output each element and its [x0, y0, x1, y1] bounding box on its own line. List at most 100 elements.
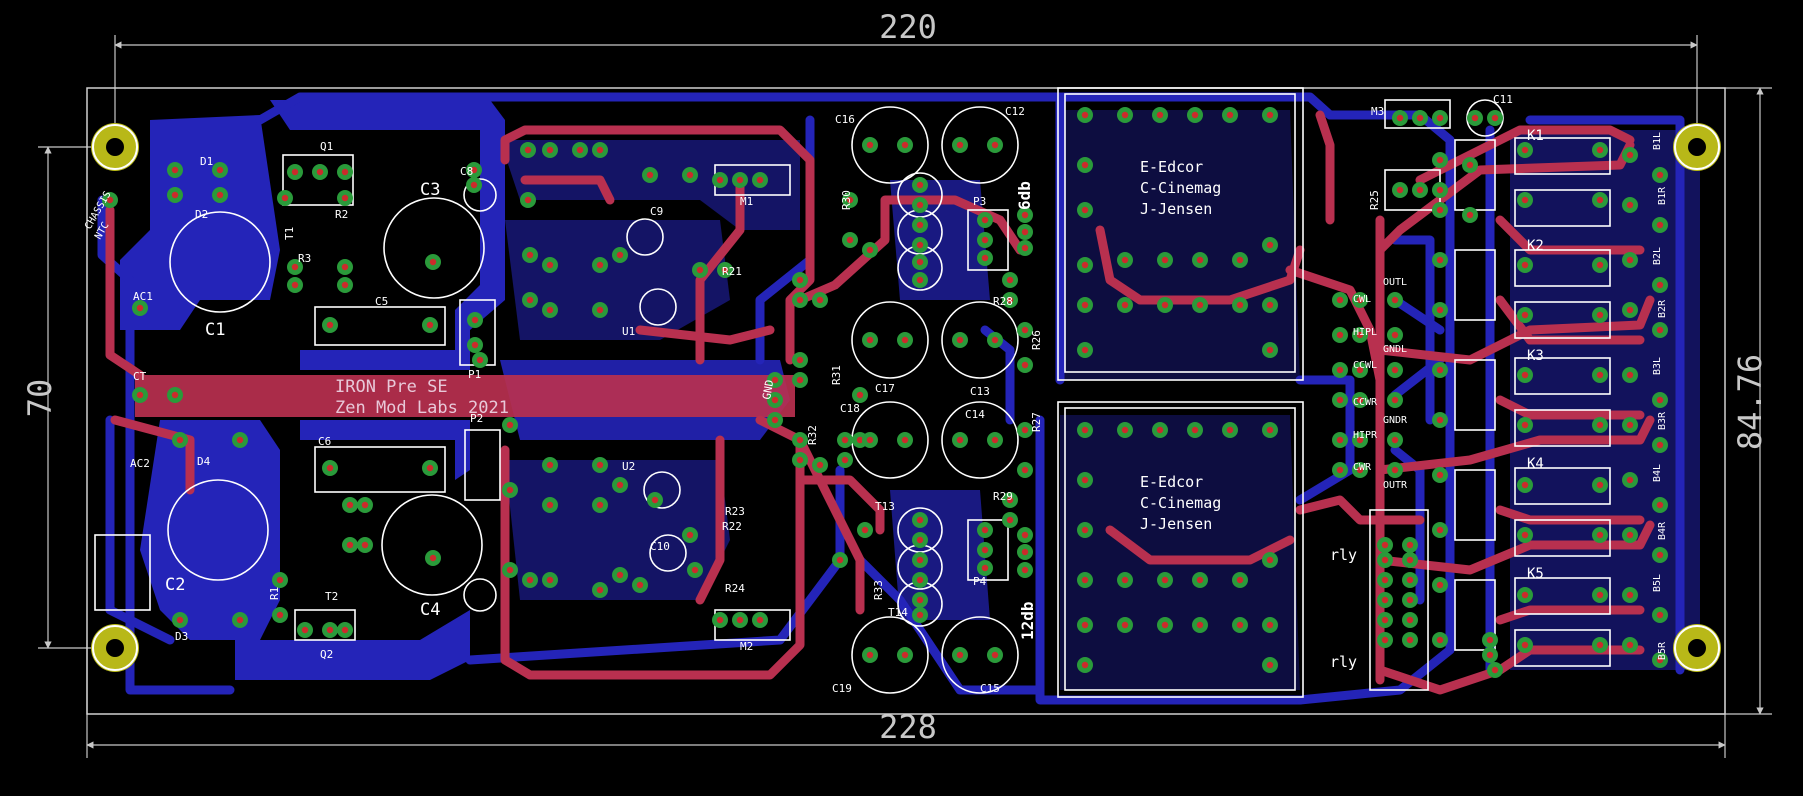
pad-hole — [1081, 261, 1089, 269]
pad-hole — [1491, 666, 1499, 674]
pad-hole — [341, 263, 349, 271]
pad-hole — [1406, 636, 1414, 644]
component-label: CWR — [1353, 462, 1372, 473]
pad-hole — [524, 196, 532, 204]
pad-hole — [736, 176, 744, 184]
component-label: U1 — [622, 325, 635, 338]
pad-hole — [1356, 366, 1364, 374]
dimension-right: 84.76 — [1731, 354, 1769, 450]
component-label: C16 — [835, 113, 855, 126]
component-label: R30 — [840, 190, 853, 210]
pad-hole — [1336, 396, 1344, 404]
component-label: R26 — [1030, 330, 1043, 350]
pad-hole — [1406, 541, 1414, 549]
pad-hole — [546, 576, 554, 584]
component-label: P4 — [973, 575, 987, 588]
pad-hole — [1626, 371, 1634, 379]
pad-hole — [1356, 396, 1364, 404]
pad-hole — [1436, 206, 1444, 214]
component-label: CCWR — [1353, 397, 1378, 408]
pad-hole — [1436, 526, 1444, 534]
pad-hole — [1006, 276, 1014, 284]
pad-hole — [956, 436, 964, 444]
mount-hole-top-right — [1673, 123, 1721, 171]
transformer-label-bottom-1: E-Edcor — [1140, 473, 1203, 491]
pad-hole — [1156, 426, 1164, 434]
pad-hole — [1121, 111, 1129, 119]
pad-hole — [916, 611, 924, 619]
pad-hole — [1406, 576, 1414, 584]
pad-hole — [1226, 111, 1234, 119]
pad-hole — [1656, 326, 1664, 334]
pad-hole — [291, 168, 299, 176]
pad-hole — [841, 436, 849, 444]
transformer-label-top-2: C-Cinemag — [1140, 179, 1221, 197]
pad-hole — [596, 501, 604, 509]
gain-label-6db: 6db — [1015, 181, 1034, 210]
pad-hole — [506, 566, 514, 574]
pad-hole — [1596, 371, 1604, 379]
pad-hole — [576, 146, 584, 154]
pad-hole — [916, 596, 924, 604]
pad-hole — [866, 336, 874, 344]
component-label: CT — [133, 370, 147, 383]
component-label: R24 — [725, 582, 745, 595]
component-label: B1R — [1657, 186, 1668, 205]
component-label: C13 — [970, 385, 990, 398]
board-title-line2: Zen Mod Labs 2021 — [335, 398, 509, 418]
pad-hole — [771, 376, 779, 384]
pad-hole — [1391, 366, 1399, 374]
pad-hole — [1626, 201, 1634, 209]
component-label: B3R — [1657, 411, 1668, 430]
pad-hole — [721, 266, 729, 274]
pad-hole — [1081, 346, 1089, 354]
pad-hole — [1656, 171, 1664, 179]
pad-hole — [596, 461, 604, 469]
pad-hole — [1381, 596, 1389, 604]
component-label: CWL — [1353, 294, 1371, 305]
component-label: M3 — [1371, 105, 1384, 118]
transformer-label-top-1: E-Edcor — [1140, 158, 1203, 176]
pad-hole — [1521, 641, 1529, 649]
pad-hole — [991, 336, 999, 344]
pad-hole — [981, 236, 989, 244]
pad-hole — [176, 436, 184, 444]
pad-hole — [1406, 596, 1414, 604]
pad-hole — [546, 501, 554, 509]
pad-hole — [346, 541, 354, 549]
pad-hole — [326, 626, 334, 634]
pad-hole — [1521, 481, 1529, 489]
silkscreen-outlines — [94, 87, 1611, 698]
component-label: Q1 — [320, 140, 333, 153]
pad-hole — [1596, 261, 1604, 269]
pad-hole — [1006, 296, 1014, 304]
pad-hole — [816, 296, 824, 304]
pad-hole — [546, 306, 554, 314]
component-label: C12 — [1005, 105, 1025, 118]
pad-hole — [1081, 301, 1089, 309]
component-label: B1L — [1652, 132, 1663, 150]
pad-hole — [1336, 466, 1344, 474]
component-label: C15 — [980, 682, 1000, 695]
transformer-label-bottom-3: J-Jensen — [1140, 515, 1212, 533]
pad-hole — [646, 171, 654, 179]
pad-hole — [1381, 616, 1389, 624]
component-label: C8 — [460, 165, 473, 178]
pad-hole — [1336, 366, 1344, 374]
pad-hole — [1436, 114, 1444, 122]
pad-hole — [916, 556, 924, 564]
pad-hole — [1021, 531, 1029, 539]
component-label: R29 — [993, 490, 1013, 503]
component-label: T1 — [283, 227, 296, 240]
pad-hole — [1121, 426, 1129, 434]
pad-hole — [1021, 326, 1029, 334]
pad-hole — [471, 341, 479, 349]
component-label: T2 — [325, 590, 338, 603]
pad-hole — [176, 616, 184, 624]
pad-hole — [1626, 591, 1634, 599]
pad-hole — [1121, 256, 1129, 264]
mounting-holes — [91, 123, 1721, 672]
pad-hole — [1626, 306, 1634, 314]
pad-hole — [1436, 186, 1444, 194]
pad-hole — [1081, 476, 1089, 484]
